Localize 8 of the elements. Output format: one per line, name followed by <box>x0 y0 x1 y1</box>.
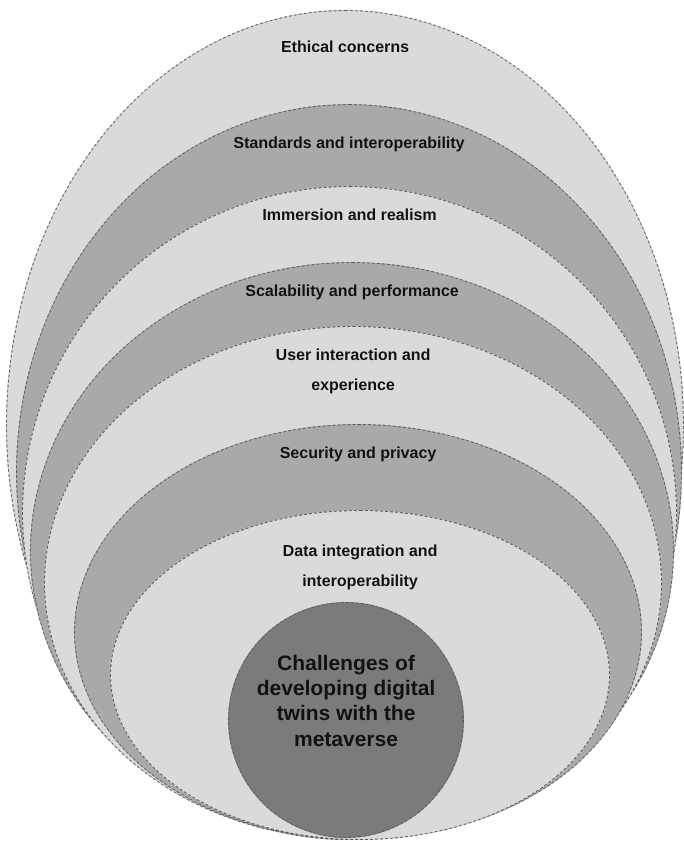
band-label: Scalability and performance <box>244 282 460 302</box>
band-label: Ethical concerns <box>280 38 410 58</box>
band-label: Data integration and interoperability <box>282 542 438 592</box>
band-label: Standards and interoperability <box>232 134 466 154</box>
band-label: Security and privacy <box>278 444 438 464</box>
center-title: Challenges of developing digital twins with the metaverse <box>256 651 436 752</box>
band-label: User interaction and experience <box>274 346 432 396</box>
band-label: Immersion and realism <box>261 206 438 226</box>
